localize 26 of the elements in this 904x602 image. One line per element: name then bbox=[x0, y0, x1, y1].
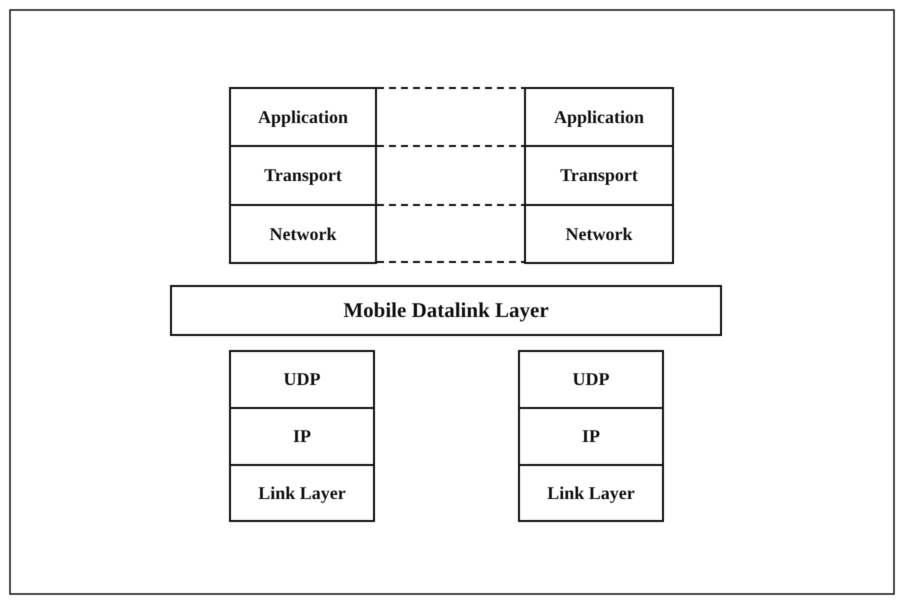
layer-label: Link Layer bbox=[547, 482, 635, 504]
layer-label: UDP bbox=[572, 369, 610, 390]
layer-box bbox=[229, 145, 377, 206]
layer-box bbox=[229, 464, 375, 522]
layer-label: Transport bbox=[560, 165, 638, 186]
layer-box bbox=[229, 350, 375, 409]
layer-box bbox=[229, 87, 377, 147]
layer-label: Mobile Datalink Layer bbox=[343, 298, 549, 323]
layer-label: Network bbox=[566, 224, 632, 244]
layer-box bbox=[229, 204, 377, 264]
layer-box bbox=[524, 87, 674, 147]
layer-box bbox=[524, 204, 674, 264]
layer-box bbox=[518, 407, 664, 466]
layer-label: UDP bbox=[284, 369, 320, 390]
layer-label: IP bbox=[293, 426, 311, 447]
layer-bar bbox=[170, 285, 722, 336]
layer-box bbox=[524, 145, 674, 206]
layer-box bbox=[518, 464, 664, 522]
layer-label: Network bbox=[270, 224, 336, 244]
layer-box bbox=[229, 407, 375, 466]
layer-label: Transport bbox=[264, 165, 342, 186]
layer-box bbox=[518, 350, 664, 409]
layer-label: IP bbox=[582, 426, 600, 447]
layer-label: Application bbox=[554, 106, 644, 128]
layer-label: Application bbox=[258, 106, 348, 128]
layer-label: Link Layer bbox=[258, 482, 346, 504]
